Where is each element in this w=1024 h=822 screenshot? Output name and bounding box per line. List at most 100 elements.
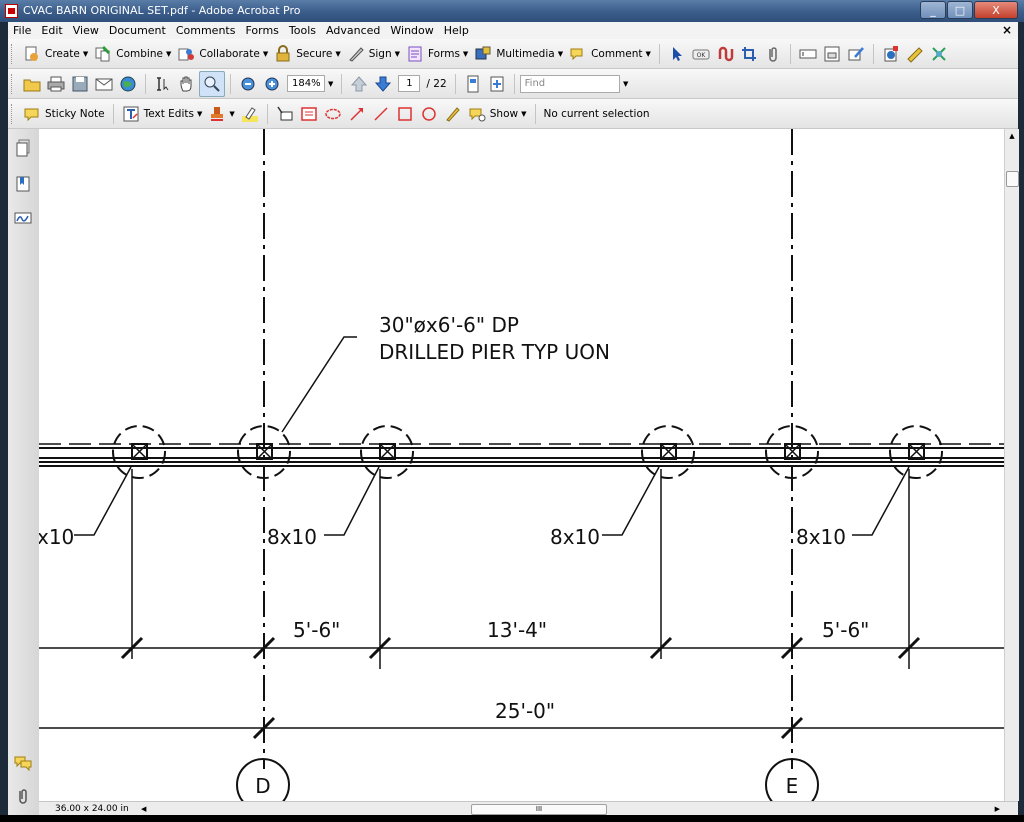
line-tool-button[interactable] [369,102,393,126]
print-button[interactable] [44,72,68,96]
menu-help[interactable]: Help [443,24,469,37]
comments-panel-icon[interactable] [14,754,32,772]
minimize-button[interactable]: _ [920,1,946,19]
leader-4 [852,466,910,536]
folder-icon [23,75,41,93]
multimedia-button[interactable]: Multimedia▼ [471,42,566,66]
menu-comments[interactable]: Comments [175,24,236,37]
select-text-button[interactable] [151,72,175,96]
paperclip-icon [764,45,782,63]
sticky-note-button[interactable]: Sticky Note [20,102,108,126]
email-button[interactable] [92,72,116,96]
drilled-pier-2 [237,425,291,479]
menu-edit[interactable]: Edit [41,24,63,37]
menu-forms[interactable]: Forms [245,24,279,37]
menu-tools[interactable]: Tools [288,24,317,37]
scrolling-mode-button[interactable] [461,72,485,96]
find-options-dropdown[interactable]: ▼ [622,79,629,88]
zoom-dropdown-icon[interactable]: ▼ [328,79,334,88]
select-tool-button[interactable] [665,42,689,66]
marquee-zoom-button[interactable] [199,70,225,97]
web-button[interactable] [116,72,140,96]
vertical-scrollbar[interactable]: ▲ [1004,129,1019,801]
info-icon [882,45,900,63]
menu-document[interactable]: Document [108,24,166,37]
sign-button[interactable]: Sign▼ [344,42,403,66]
forms-button[interactable]: Forms▼ [403,42,471,66]
scroll-left-arrow[interactable]: ◀ [141,805,147,813]
maximize-button[interactable]: □ [947,1,973,19]
hand-tool-button[interactable] [175,72,199,96]
text-field-button[interactable] [796,42,820,66]
attachments-icon[interactable] [14,787,32,805]
sticky-note-icon [23,105,41,123]
cloud-button[interactable] [321,102,345,126]
zoom-out-button[interactable] [236,72,260,96]
menu-view[interactable]: View [72,24,99,37]
page-number-input[interactable]: 1 [398,75,421,92]
pad-label-4: 8x10 [796,525,846,549]
edit-form-button[interactable] [844,42,868,66]
stamp-button[interactable]: ▼ [205,102,237,126]
leader-3 [602,466,660,536]
scroll-right-arrow[interactable]: ▶ [994,805,1000,813]
page-total: / 22 [426,77,447,90]
measure-button[interactable] [927,42,951,66]
toolbar-grip[interactable] [11,43,16,64]
callout-button[interactable] [273,102,297,126]
text-edits-button[interactable]: Text Edits▼ [119,102,206,126]
form-field-button[interactable] [820,42,844,66]
scroll-up-arrow[interactable]: ▲ [1009,132,1015,140]
save-button[interactable] [68,72,92,96]
close-button[interactable]: X [974,1,1018,19]
crop-tool-button[interactable] [737,42,761,66]
open-button[interactable] [20,72,44,96]
create-button[interactable]: Create▼ [20,42,91,66]
document-canvas[interactable]: 30"øx6'-6" DP DRILLED PIER TYP UON x10 8… [39,129,1004,801]
ok-button[interactable]: OK [689,42,713,66]
menu-advanced[interactable]: Advanced [326,24,381,37]
pencil-tool-button[interactable] [441,102,465,126]
highlight-text-button[interactable] [238,102,262,126]
rectangle-tool-button[interactable] [393,102,417,126]
printer-icon [47,75,65,93]
attach-tool-button[interactable] [761,42,785,66]
menu-file[interactable]: File [13,24,32,37]
ruler-button[interactable] [903,42,927,66]
zoom-level-input[interactable]: 184% [287,75,325,92]
fit-page-button[interactable] [485,72,509,96]
crop-icon [740,45,758,63]
oval-tool-button[interactable] [417,102,441,126]
oval-icon [420,105,438,123]
secure-button[interactable]: Secure▼ [271,42,344,66]
chevron-down-icon: ▼ [521,109,527,118]
next-page-button[interactable] [371,72,395,96]
document-close-button[interactable]: × [1001,23,1012,37]
dimension-5-6-right: 5'-6" [822,618,869,642]
arrow-tool-button[interactable] [345,102,369,126]
bookmarks-icon[interactable] [14,175,32,193]
grid-bubble-e [765,758,819,801]
pages-icon[interactable] [14,139,32,157]
info-button[interactable] [879,42,903,66]
collaborate-button[interactable]: Collaborate▼ [174,42,271,66]
signatures-icon[interactable] [14,209,32,227]
pad-label-3: 8x10 [550,525,600,549]
text-box-button[interactable] [297,102,321,126]
find-input[interactable]: Find [519,74,620,93]
link-tool-button[interactable] [713,42,737,66]
vertical-scroll-thumb[interactable] [1006,171,1019,187]
pad-label-2: 8x10 [267,525,317,549]
horizontal-scroll-thumb[interactable]: III [471,804,607,815]
leader-1 [74,466,132,536]
show-button[interactable]: Show▼ [465,102,530,126]
zoom-in-button[interactable] [260,72,284,96]
comment-icon [569,45,587,63]
combine-button[interactable]: Combine▼ [91,42,174,66]
dimension-5-6-left: 5'-6" [293,618,340,642]
menu-window[interactable]: Window [390,24,434,37]
comment-button[interactable]: Comment▼ [566,42,654,66]
toolbar-grip[interactable] [11,103,16,124]
previous-page-button[interactable] [347,72,371,96]
toolbar-grip[interactable] [11,73,16,94]
